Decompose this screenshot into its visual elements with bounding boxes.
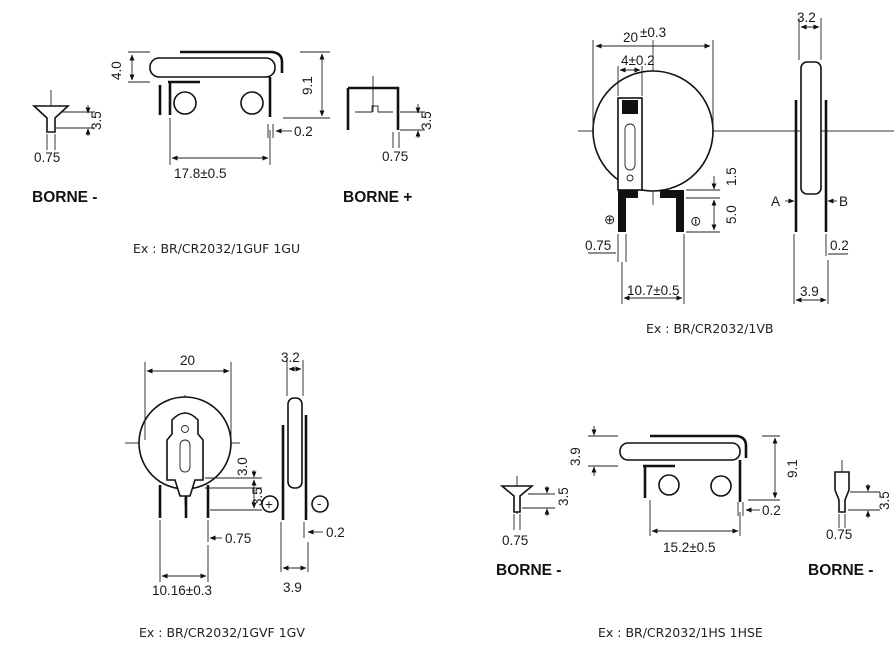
gv-dim-side-width: 3.2 <box>281 350 300 365</box>
vb-coin-front <box>592 70 714 232</box>
panel-1gu: 4.0 9.1 17.8±0.5 0.2 3.5 0.75 BORNE - <box>31 50 434 256</box>
gu-label-minus: BORNE - <box>32 189 97 206</box>
hs-dim-thickness: 0.2 <box>762 503 781 518</box>
panel-1hs: 3.9 9.1 15.2±0.5 0.2 3.5 0.75 BORNE - <box>496 426 892 640</box>
gu-label-plus: BORNE + <box>343 189 412 206</box>
gu-dim-pin-right: 3.5 <box>419 111 434 130</box>
gv-dim-3-5: 3.5 <box>250 487 265 506</box>
gv-caption: Ex : BR/CR2032/1GVF 1GV <box>139 625 305 640</box>
vb-dim-5-0: 5.0 <box>724 205 739 224</box>
hs-dim-body-height: 3.9 <box>568 447 583 466</box>
vb-dim-1-5: 1.5 <box>724 167 739 186</box>
vb-dim-diameter-tol: ±0.3 <box>640 25 666 40</box>
hs-dim-width: 15.2±0.5 <box>663 540 715 555</box>
vb-side-view <box>794 61 828 232</box>
vb-dim-total: 3.9 <box>800 284 819 299</box>
panel-1gv: 20 3.0 3.5 0.75 10.16±0.3 + - 3.2 0.2 <box>125 350 345 640</box>
gv-side-view <box>261 397 329 520</box>
vb-sign-plus: ⊕ <box>604 212 615 227</box>
vb-marker-a: A <box>771 194 780 209</box>
hs-dim-pin-left-width: 0.75 <box>502 533 528 548</box>
gu-dim-pin-left: 3.5 <box>89 111 104 130</box>
vb-dim-pin-width: 0.75 <box>585 238 611 253</box>
gu-battery-body <box>149 50 284 117</box>
vb-dim-diameter: 20 <box>623 30 638 45</box>
hs-caption: Ex : BR/CR2032/1HS 1HSE <box>598 625 763 640</box>
vb-marker-b: B <box>839 194 848 209</box>
gu-dim-width: 17.8±0.5 <box>174 166 226 181</box>
gv-dim-pitch: 10.16±0.3 <box>152 583 212 598</box>
hs-dim-pin-left: 3.5 <box>556 487 571 506</box>
vb-dim-side-width: 3.2 <box>797 10 816 25</box>
gv-dim-3-0: 3.0 <box>235 457 250 476</box>
gu-dim-pin-right-width: 0.75 <box>382 149 408 164</box>
gv-sign-plus: + <box>265 497 273 512</box>
gu-caption: Ex : BR/CR2032/1GUF 1GU <box>133 241 300 256</box>
vb-caption: Ex : BR/CR2032/1VB <box>646 321 773 336</box>
gv-dim-pin-width: 0.75 <box>225 531 251 546</box>
vb-dim-pitch: 10.7±0.5 <box>627 283 679 298</box>
gu-dim-body-height: 4.0 <box>109 61 124 80</box>
hs-dim-pin-right: 3.5 <box>877 491 892 510</box>
gu-terminal-minus: 3.5 0.75 <box>31 90 104 165</box>
gu-terminal-plus: 3.5 0.75 <box>346 76 434 164</box>
gv-sign-minus: - <box>317 496 322 511</box>
gv-dim-thickness: 0.2 <box>326 525 345 540</box>
gu-dim-thickness: 0.2 <box>294 124 313 139</box>
hs-dim-height: 9.1 <box>785 459 800 478</box>
hs-terminal-right: 3.5 0.75 <box>826 460 892 542</box>
hs-label-minus: BORNE - <box>496 562 561 579</box>
hs-dim-pin-right-width: 0.75 <box>826 527 852 542</box>
hs-battery-body <box>619 434 748 502</box>
vb-dim-thickness: 0.2 <box>830 238 849 253</box>
gv-coin-front <box>138 396 232 518</box>
hs-terminal-minus: 3.5 0.75 <box>499 476 571 548</box>
hs-label-minus-right: BORNE - <box>808 562 873 579</box>
vb-sign-minus: ⊖ <box>688 216 703 227</box>
gu-dim-height: 9.1 <box>300 76 315 95</box>
gu-dim-pin-left-width: 0.75 <box>34 150 60 165</box>
vb-dim-top: 4±0.2 <box>621 53 655 68</box>
gv-dim-diameter: 20 <box>180 353 195 368</box>
panel-1vb: ⊕ ⊖ 20 ±0.3 4±0.2 1.5 5.0 0.75 10.7±0.5 <box>578 10 894 336</box>
gv-dim-total: 3.9 <box>283 580 302 595</box>
